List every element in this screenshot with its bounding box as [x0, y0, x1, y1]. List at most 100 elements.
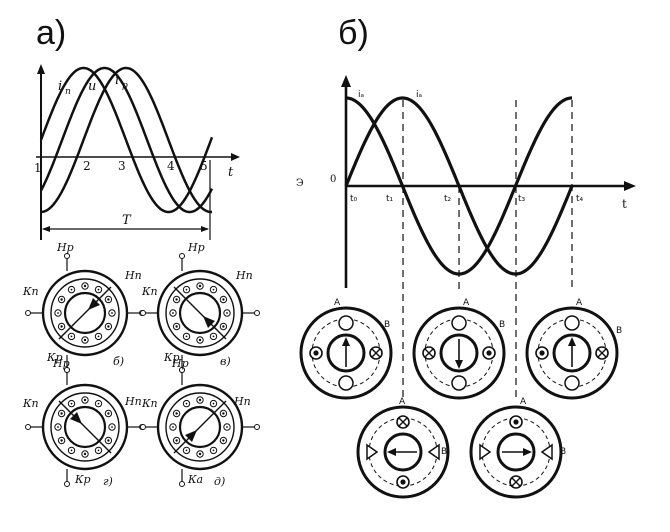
panel-b-y-label: Э: [296, 178, 304, 189]
stator-slot-mark: [57, 426, 59, 428]
rotor-t0-a: A: [334, 298, 341, 308]
stator-slot-mark: [226, 426, 228, 428]
panel-a-t-label: t: [228, 165, 234, 180]
stator-slot-mark: [57, 312, 59, 314]
stator-slot-mark: [222, 325, 225, 328]
motor-d-hn: Нп: [233, 395, 251, 408]
panel-a-label-u: u: [88, 79, 96, 94]
panel-a-voltage-u-curve: [39, 66, 214, 214]
stator-slot-mark: [198, 284, 202, 288]
stator-slot-mark: [83, 338, 87, 342]
motor-b-kp: Кп: [22, 285, 39, 298]
stator-slot-mark: [60, 298, 63, 301]
panel-b-time-t0: t₀: [350, 194, 358, 204]
rotor-state-t0: A B: [299, 298, 393, 400]
panel-b-time-t2: t₂: [444, 194, 452, 204]
motor-v-kp: Кп: [141, 285, 158, 298]
stator-slot-mark: [97, 402, 100, 405]
panel-a-period-arrow-right: [201, 226, 209, 232]
stator-slot-mark: [107, 439, 110, 442]
panel-a-period-label: T: [122, 213, 132, 228]
rotor-t3-b: B: [560, 447, 566, 457]
stator-slot-mark: [70, 288, 73, 291]
rotor-state-t1: A B: [356, 397, 450, 499]
panel-b-graph: Э 0 t iₐ iₐ t₀ t₁ t₂ t₃ t₄: [296, 75, 636, 400]
motor-g-hp: Нр: [52, 357, 70, 370]
panel-b-zero-label: 0: [330, 174, 336, 185]
stator-slot-mark: [97, 335, 100, 338]
panel-a-point-3: 3: [118, 159, 126, 173]
stator-slot-mark: [111, 312, 113, 314]
stator-slot-mark: [70, 335, 73, 338]
rotor-state-t2: A B: [412, 298, 506, 400]
panel-a-label-i-ir: i: [115, 73, 119, 88]
stator-slot-mark: [185, 402, 188, 405]
motor-diagram-v: Кп Нр Нп Кр в): [140, 241, 260, 373]
motor-g-kp: Кп: [22, 397, 39, 410]
stator-slot-mark: [97, 288, 100, 291]
stator-slot-mark: [226, 312, 228, 314]
stator-slot-mark: [60, 412, 63, 415]
stator-slot-mark: [60, 325, 63, 328]
stator-slot-mark: [212, 335, 215, 338]
rotor-t1-b: B: [441, 447, 447, 457]
rotor-t4-b: B: [616, 326, 622, 336]
motor-diagram-b: Кп Нр Нп Кр б): [22, 241, 145, 373]
stator-slot-mark: [175, 298, 178, 301]
stator-slot-mark: [83, 284, 87, 288]
motor-d-kp: Кп: [141, 397, 158, 410]
rotor-t4-a: A: [576, 298, 583, 308]
panel-a-label-sub-r: р: [122, 81, 128, 91]
panel-a-period-arrow-left: [42, 226, 50, 232]
motor-v-hp: Нр: [187, 241, 205, 254]
panel-b-label: б): [338, 14, 369, 52]
stator-slot-mark: [222, 298, 225, 301]
motor-b-caption: б): [113, 355, 124, 368]
stator-slot-mark: [97, 449, 100, 452]
panel-a-label-i-ip: i: [58, 79, 62, 94]
stator-slot-mark: [175, 412, 178, 415]
panel-b-curve-label-1: iₐ: [358, 90, 364, 100]
rotor-t2-b: B: [499, 320, 505, 330]
stator-slot-mark: [107, 298, 110, 301]
stator-slot-mark: [212, 402, 215, 405]
stator-slot-mark: [185, 288, 188, 291]
stator-slot-mark: [185, 335, 188, 338]
panel-b-curve-label-2: iₐ: [416, 90, 422, 100]
motor-d-caption: д): [214, 475, 225, 488]
panel-b-t-label: t: [622, 197, 627, 211]
stator-slot-mark: [198, 452, 202, 456]
panel-a-label-sub-p: п: [65, 87, 71, 97]
motor-b-hp: Нр: [56, 241, 74, 254]
panel-b-t-arrow: [624, 181, 636, 191]
rotor-state-t4: A B: [525, 298, 622, 400]
motor-v-kr: Кр: [163, 351, 180, 364]
stator-slot-mark: [222, 412, 225, 415]
rotor-t3-a: A: [520, 397, 527, 407]
stator-slot-mark: [175, 325, 178, 328]
motor-g-kr: Кр: [74, 473, 91, 486]
panel-a-point-4: 4: [167, 159, 175, 173]
stator-slot-mark: [198, 338, 202, 342]
panel-a-point-2: 2: [83, 159, 91, 173]
stator-slot-mark: [222, 439, 225, 442]
motor-diagram-d: Кп Нр Нп Ка д): [140, 357, 260, 488]
stator-slot-mark: [60, 439, 63, 442]
panel-a-y-arrow: [37, 64, 45, 74]
stator-slot-mark: [212, 288, 215, 291]
rotor-t0-b: B: [384, 320, 390, 330]
panel-a-label: а): [36, 14, 66, 52]
motor-b-kr: Кр: [46, 351, 63, 364]
motor-d-kr: Ка: [187, 473, 203, 486]
panel-a-current-ip-curve: [39, 66, 214, 214]
motor-v-hn: Нп: [235, 269, 253, 282]
panel-b-y-arrow: [341, 75, 351, 87]
stator-slot-mark: [70, 449, 73, 452]
stator-slot-mark: [107, 325, 110, 328]
rotor-state-t3: A B: [469, 397, 566, 499]
stator-slot-mark: [212, 449, 215, 452]
panel-a-point-1: 1: [34, 161, 42, 175]
panel-a-current-ir-curve: [40, 66, 213, 214]
